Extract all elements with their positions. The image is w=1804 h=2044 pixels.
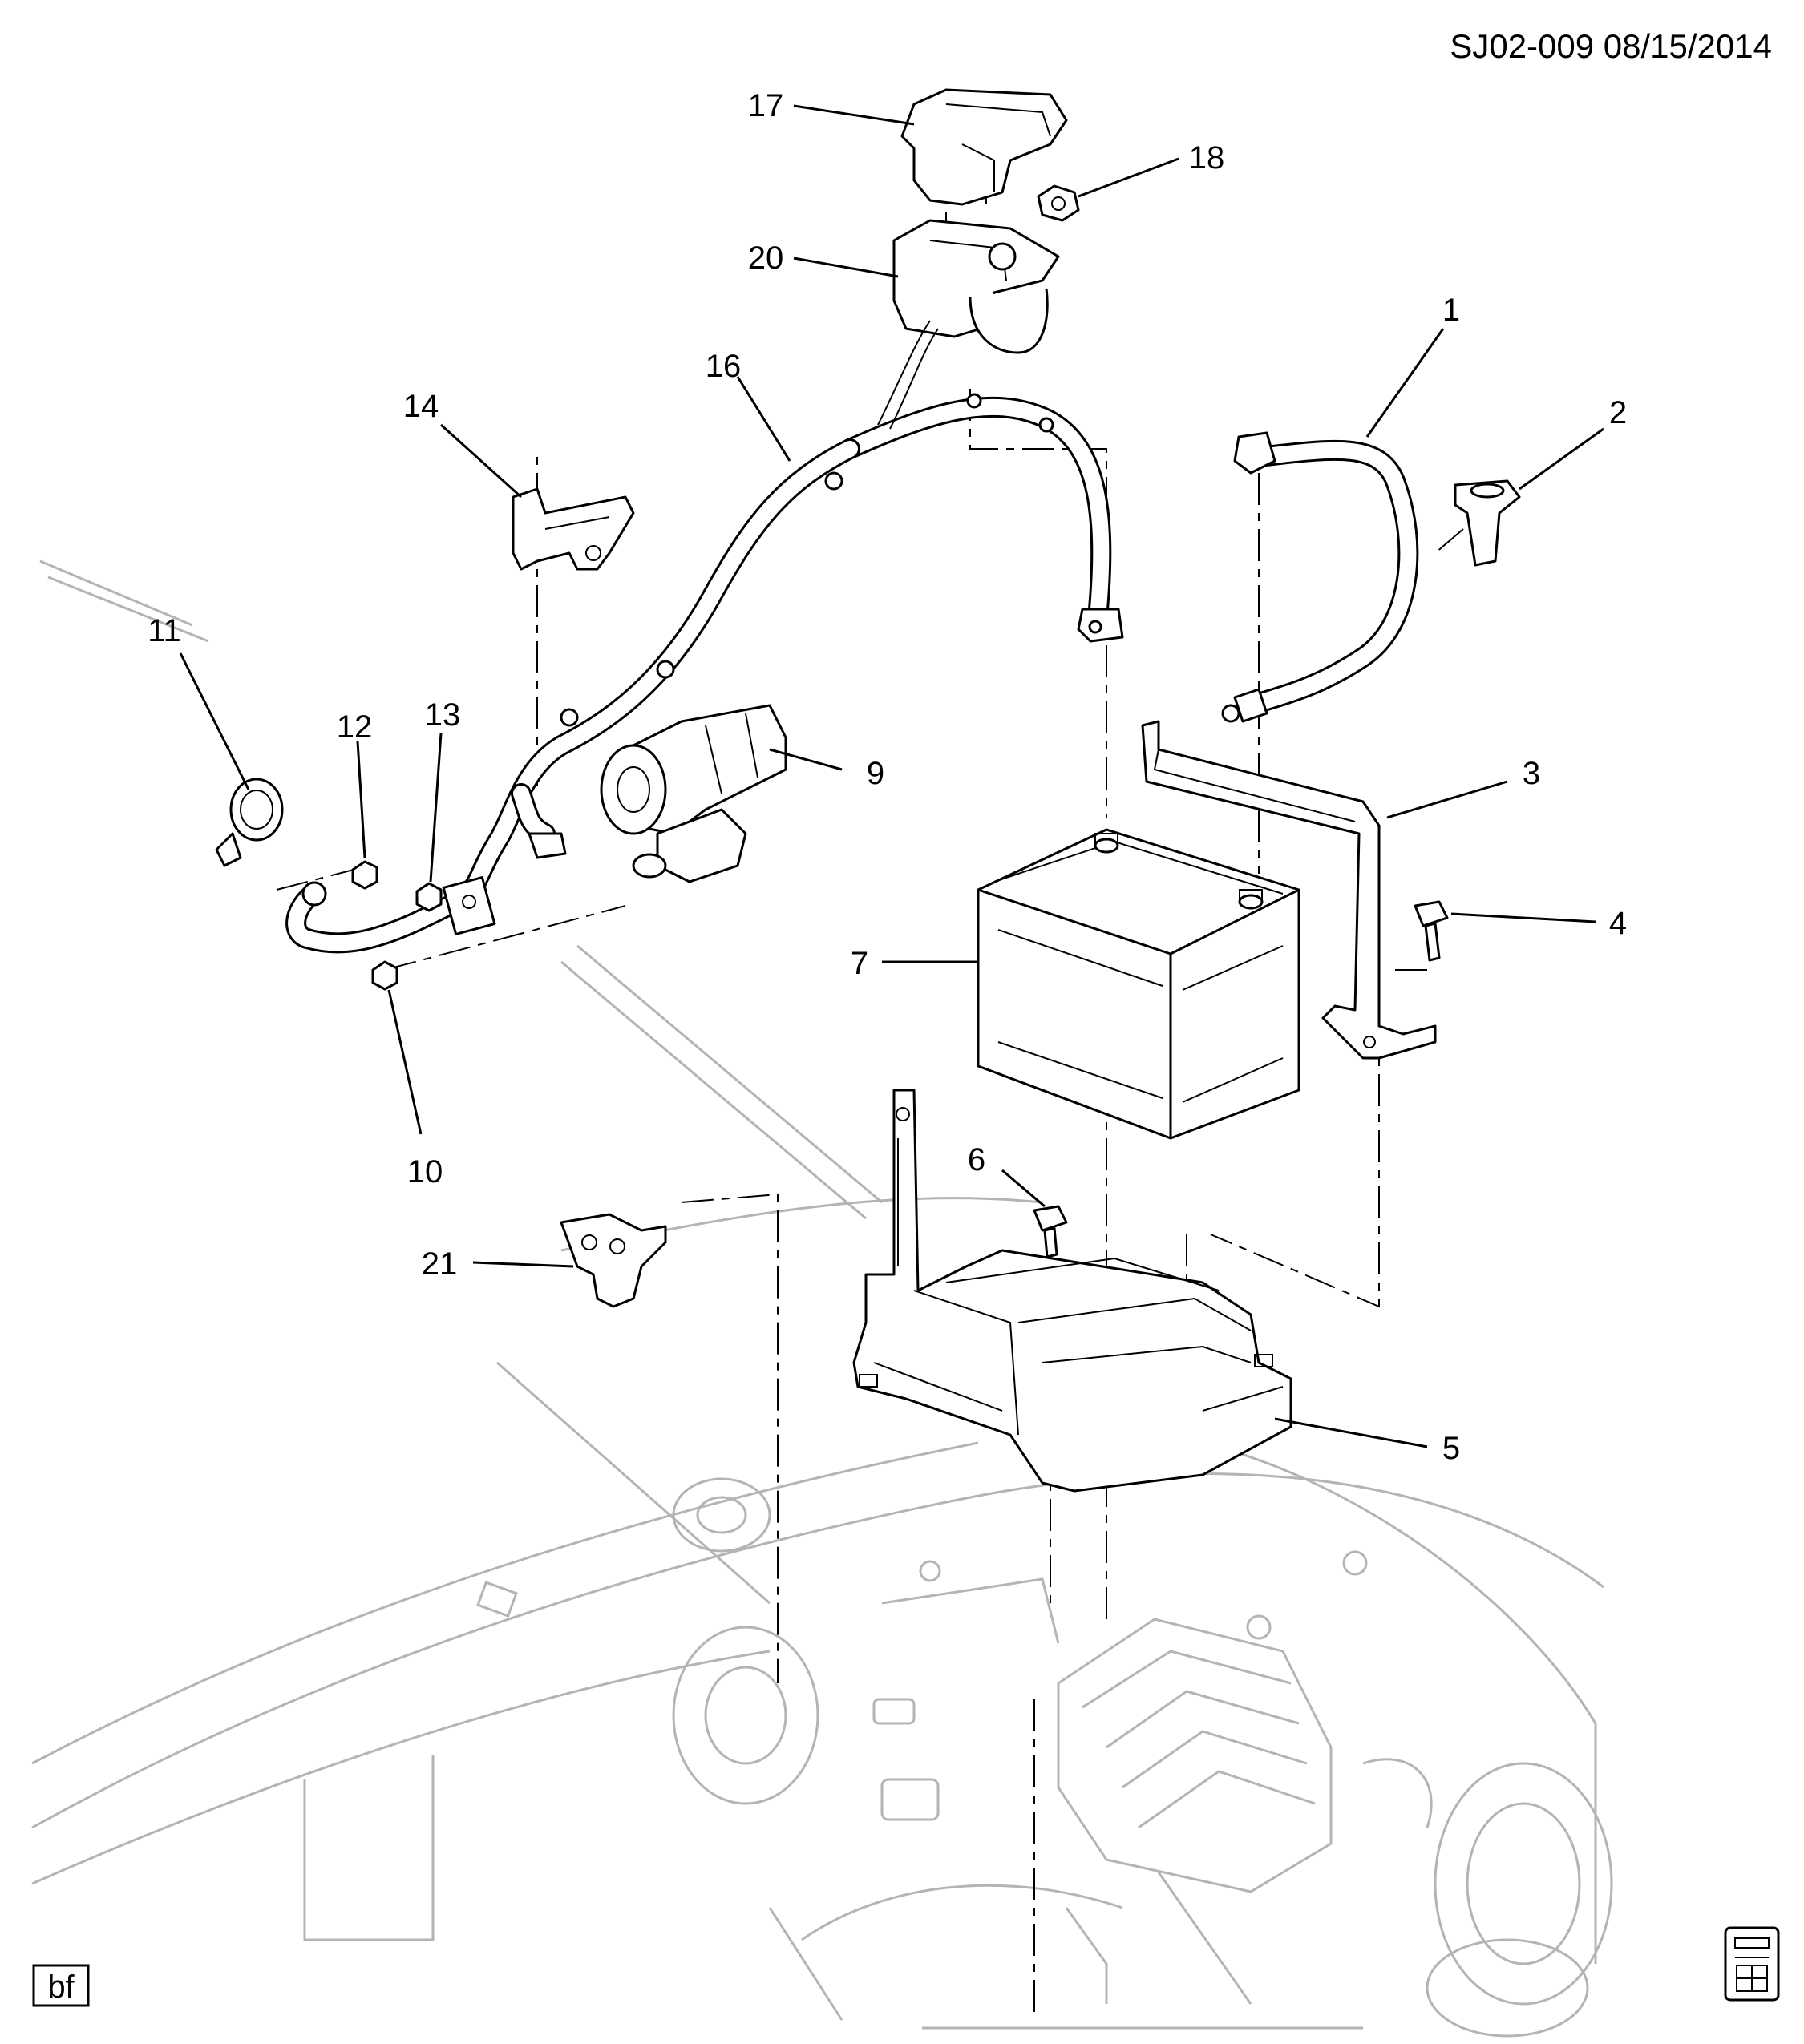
callout-3: 3 bbox=[1523, 756, 1540, 791]
callout-11: 11 bbox=[148, 613, 181, 648]
callout-9: 9 bbox=[867, 756, 884, 791]
part-10-nut bbox=[371, 960, 398, 991]
part-7-battery bbox=[977, 828, 1300, 1140]
badge-label: bf bbox=[47, 1969, 75, 2005]
vehicle-body-background bbox=[31, 559, 1613, 2038]
part-21-bracket bbox=[560, 1213, 667, 1308]
part-18-nut bbox=[1037, 184, 1080, 222]
part-3-hold-down-strap bbox=[1141, 720, 1437, 1060]
callout-1: 1 bbox=[1442, 293, 1460, 328]
document-id: SJ02-009 08/15/2014 bbox=[1450, 27, 1772, 65]
part-11-grommet bbox=[215, 778, 284, 867]
callout-13: 13 bbox=[425, 697, 461, 733]
callout-14: 14 bbox=[403, 389, 439, 424]
part-5-battery-tray bbox=[852, 1089, 1292, 1493]
part-14-bracket bbox=[512, 487, 635, 571]
service-manual-icon bbox=[1724, 1926, 1780, 2002]
part-6-bolt bbox=[1033, 1205, 1068, 1258]
callout-7: 7 bbox=[851, 946, 868, 981]
part-12-nut bbox=[351, 860, 378, 890]
part-1-negative-cable bbox=[1221, 431, 1419, 723]
callout-20: 20 bbox=[748, 240, 784, 276]
leader-lines bbox=[179, 104, 1604, 1448]
callout-4: 4 bbox=[1609, 906, 1627, 941]
part-13-nut bbox=[415, 882, 443, 912]
bf-badge: bf bbox=[32, 1964, 90, 2007]
callout-12: 12 bbox=[337, 709, 373, 745]
part-20-positive-terminal-block bbox=[892, 219, 1060, 354]
callout-5: 5 bbox=[1442, 1431, 1460, 1466]
part-16-positive-cable bbox=[285, 320, 1124, 954]
part-4-bolt bbox=[1414, 900, 1449, 962]
callout-labels: 17 18 20 1 2 16 14 11 12 13 9 3 4 7 10 6… bbox=[148, 88, 1627, 1466]
part-2-terminal-boot bbox=[1454, 479, 1521, 567]
callout-10: 10 bbox=[407, 1154, 443, 1190]
callout-2: 2 bbox=[1609, 395, 1627, 430]
callout-6: 6 bbox=[968, 1142, 985, 1178]
callout-17: 17 bbox=[748, 88, 784, 123]
callout-18: 18 bbox=[1189, 140, 1225, 176]
part-17-terminal-cover bbox=[900, 88, 1068, 206]
callout-21: 21 bbox=[422, 1246, 458, 1282]
callout-16: 16 bbox=[706, 349, 742, 384]
part-9-starter-motor bbox=[600, 704, 787, 883]
